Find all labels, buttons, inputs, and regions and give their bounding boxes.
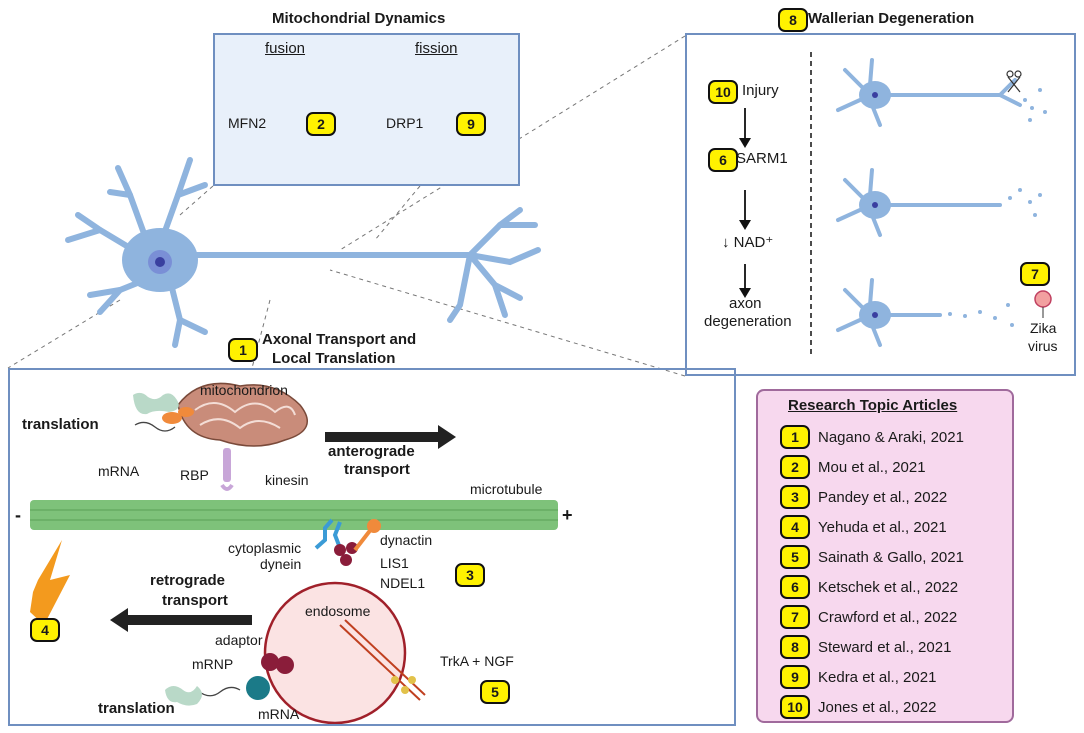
neuron-main: [65, 157, 541, 348]
drp1-label: DRP1: [386, 115, 424, 131]
article-item: 7 Crawford et al., 2022: [780, 605, 957, 629]
mitochondrion-label: mitochondrion: [200, 382, 288, 398]
endosome-label: endosome: [305, 603, 371, 619]
article-num: 6: [780, 575, 810, 599]
articles-title: Research Topic Articles: [788, 397, 958, 414]
mito-dynamics-title: Mitochondrial Dynamics: [272, 10, 446, 27]
article-num: 3: [780, 485, 810, 509]
article-item: 6 Ketschek et al., 2022: [780, 575, 958, 599]
axon-degeneration-line2: degeneration: [704, 313, 792, 330]
plus-end-label: +: [562, 505, 573, 525]
wallerian-title: Wallerian Degeneration: [808, 10, 975, 27]
lis1-label: LIS1: [380, 555, 409, 571]
sarm1-badge: 6: [708, 148, 738, 172]
mrnp-label: mRNP: [192, 656, 234, 672]
article-num: 2: [780, 455, 810, 479]
article-item: 8 Steward et al., 2021: [780, 635, 951, 659]
rbp-label: RBP: [180, 467, 209, 483]
cytoplasmic-line1: cytoplasmic: [228, 540, 302, 556]
minus-end-label: -: [15, 505, 21, 525]
anterograde-line2: transport: [344, 461, 410, 478]
translation-top-label: translation: [22, 416, 99, 433]
fusion-badge: 2: [306, 112, 336, 136]
article-text: Nagano & Araki, 2021: [818, 428, 964, 446]
article-num: 7: [780, 605, 810, 629]
article-text: Crawford et al., 2022: [818, 608, 958, 626]
fission-label: fission: [415, 40, 458, 57]
trka-ngf-label: TrkA + NGF: [440, 653, 514, 669]
article-item: 1 Nagano & Araki, 2021: [780, 425, 964, 449]
article-num: 5: [780, 545, 810, 569]
mrna-top-label: mRNA: [98, 463, 140, 479]
article-num: 4: [780, 515, 810, 539]
fission-badge: 9: [456, 112, 486, 136]
article-item: 3 Pandey et al., 2022: [780, 485, 947, 509]
zika-line1: Zika: [1030, 320, 1057, 336]
axonal-title-line1: Axonal Transport and: [262, 331, 417, 348]
article-num: 8: [780, 635, 810, 659]
sarm1-label: SARM1: [736, 150, 788, 167]
dynein-badge: 3: [455, 563, 485, 587]
anterograde-line1: anterograde: [328, 443, 415, 460]
lightning-badge: 4: [30, 618, 60, 642]
article-text: Yehuda et al., 2021: [818, 518, 947, 536]
axonal-title-line2: Local Translation: [272, 350, 396, 367]
axon-degeneration-line1: axon: [729, 295, 762, 312]
injury-badge: 10: [708, 80, 738, 104]
article-num: 10: [780, 695, 810, 719]
adaptor-label: adaptor: [215, 632, 263, 648]
mito-dynamics-panel: [213, 33, 520, 186]
article-item: 9 Kedra et al., 2021: [780, 665, 936, 689]
article-text: Steward et al., 2021: [818, 638, 952, 656]
nad-label: ↓ NAD⁺: [722, 234, 774, 251]
article-text: Kedra et al., 2021: [818, 668, 937, 686]
dynactin-label: dynactin: [380, 532, 433, 548]
article-item: 5 Sainath & Gallo, 2021: [780, 545, 964, 569]
article-num: 9: [780, 665, 810, 689]
article-text: Pandey et al., 2022: [818, 488, 948, 506]
retrograde-line2: transport: [162, 592, 228, 609]
kinesin-label: kinesin: [265, 472, 309, 488]
article-num: 1: [780, 425, 810, 449]
wallerian-title-badge: 8: [778, 8, 808, 32]
mrna-bottom-label: mRNA: [258, 706, 300, 722]
article-item: 2 Mou et al., 2021: [780, 455, 926, 479]
translation-bottom-label: translation: [98, 700, 175, 717]
article-text: Jones et al., 2022: [818, 698, 937, 716]
axonal-badge: 1: [228, 338, 258, 362]
wallerian-panel: [685, 33, 1076, 376]
articles-panel: Research Topic Articles 1 Nagano & Araki,…: [756, 389, 1014, 723]
zika-line2: virus: [1028, 338, 1058, 354]
trka-badge: 5: [480, 680, 510, 704]
article-text: Sainath & Gallo, 2021: [818, 548, 964, 566]
zika-badge: 7: [1020, 262, 1050, 286]
injury-label: Injury: [742, 82, 779, 99]
microtubule-label: microtubule: [470, 481, 543, 497]
wallerian-art: [739, 52, 1052, 355]
axonal-panel: [8, 368, 736, 726]
article-text: Mou et al., 2021: [818, 458, 926, 476]
article-item: 10 Jones et al., 2022: [780, 695, 936, 719]
article-item: 4 Yehuda et al., 2021: [780, 515, 947, 539]
article-text: Ketschek et al., 2022: [818, 578, 959, 596]
retrograde-line1: retrograde: [150, 572, 226, 589]
mfn2-label: MFN2: [228, 115, 267, 131]
cytoplasmic-line2: dynein: [260, 556, 302, 572]
ndel1-label: NDEL1: [380, 575, 426, 591]
fusion-label: fusion: [265, 40, 306, 57]
axonal-art: [30, 382, 558, 725]
